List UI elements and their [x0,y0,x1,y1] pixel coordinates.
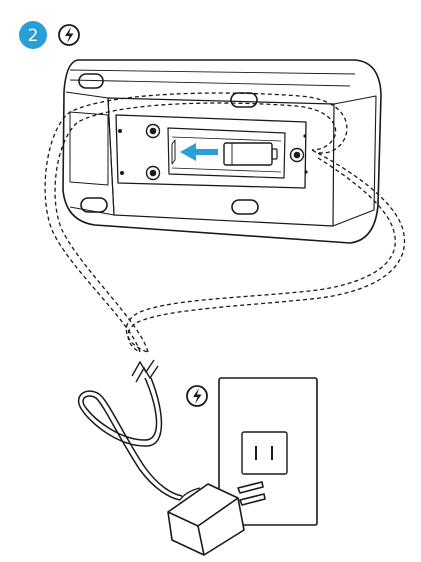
mount-slot-bottom-right [231,199,259,215]
device-inner-tray [107,97,335,227]
power-adapter [167,481,266,556]
wall-outlet [218,377,318,526]
step-header: 2 [19,21,80,49]
outlet-receptacle [241,431,288,475]
insert-direction-arrow [180,143,218,161]
screw-right [289,147,305,163]
cable-routing-dashed [44,92,406,353]
battery [223,142,278,166]
screw-top-left [145,123,161,139]
step-number: 2 [28,26,39,46]
device-back [62,59,382,244]
power-icon [58,24,80,46]
power-cable [82,377,181,501]
outlet-plate [218,377,318,526]
device-outer-shell [62,59,382,244]
screw-bottom-left [145,165,161,181]
step-badge [19,21,47,49]
mount-slot-top-left [78,73,104,89]
power-icon [186,385,208,407]
battery-bay [167,127,286,179]
mount-slot-bottom-left [80,197,108,213]
mount-slot-top-right [230,92,258,108]
battery-cover-plate [115,114,307,189]
cable-break-symbol [131,359,159,383]
